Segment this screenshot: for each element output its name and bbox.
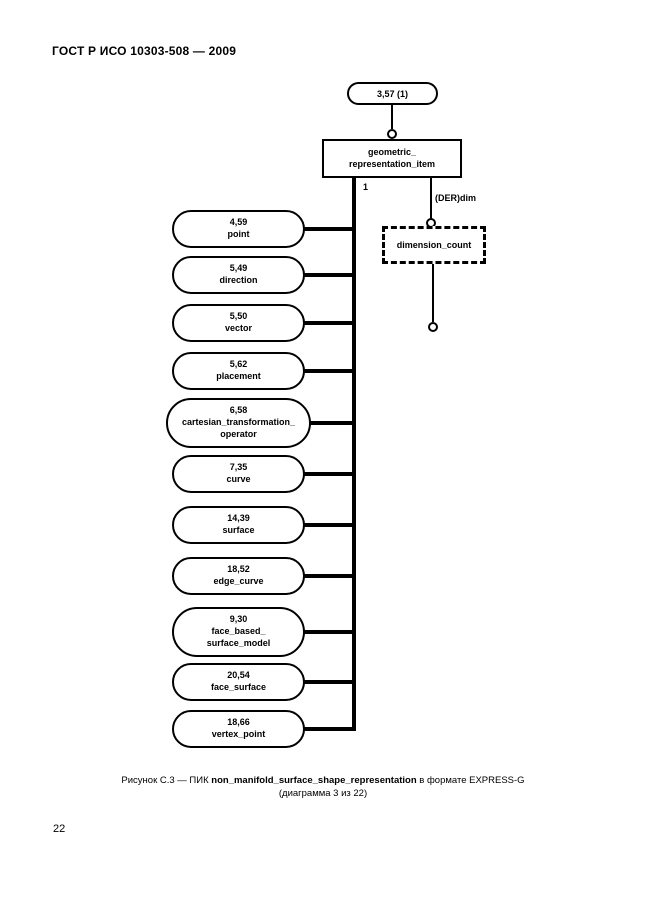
oval-page-ref: 14,39 <box>227 513 250 524</box>
open-circle-marker-tail <box>428 322 438 332</box>
oval-page-ref: 6,58 <box>229 405 248 416</box>
oval-name: edge_curve <box>213 576 264 586</box>
connector-curve <box>304 472 354 476</box>
entity-oval-curve: 7,35 curve <box>172 455 305 493</box>
oval-page-ref: 4,59 <box>229 217 248 228</box>
open-circle-marker-top <box>387 129 397 139</box>
connector-surface <box>304 523 354 527</box>
oval-page-ref: 7,35 <box>229 462 248 473</box>
entity-oval-face-based-surface-model: 9,30 face_based_ surface_model <box>172 607 305 657</box>
connector-vector <box>304 321 354 325</box>
entity-oval-placement: 5,62 placement <box>172 352 305 390</box>
oval-name2: surface_model <box>206 637 271 648</box>
caption-prefix: Рисунок С.3 — ПИК <box>121 775 212 786</box>
oval-page-ref: 18,66 <box>227 717 250 728</box>
entity-box-line1: geometric_ <box>367 146 417 157</box>
connector-direction <box>304 273 354 277</box>
supertype-trunk-line <box>352 178 356 731</box>
entity-oval-vertex-point: 18,66 vertex_point <box>172 710 305 748</box>
entity-oval-edge-curve: 18,52 edge_curve <box>172 557 305 595</box>
oval-page-ref: 5,50 <box>229 311 248 322</box>
entity-oval-face-surface: 20,54 face_surface <box>172 663 305 701</box>
oval-name2: operator <box>220 428 257 439</box>
oval-name: curve <box>226 474 251 484</box>
connector-point <box>304 227 354 231</box>
entity-oval-cartesian-transformation-operator: 6,58 cartesian_transformation_ operator <box>166 398 311 448</box>
figure-caption: Рисунок С.3 — ПИК non_manifold_surface_s… <box>0 774 646 801</box>
page-number: 22 <box>53 823 66 835</box>
oval-name: vector <box>224 323 252 333</box>
caption-suffix: в формате EXPRESS-G <box>416 775 525 786</box>
entity-box-line2: representation_item <box>348 158 436 169</box>
dashed-box-dimension-count: dimension_count <box>382 226 486 264</box>
page-ref-label: 3,57 (1) <box>376 88 409 99</box>
connector-face-surface <box>304 680 354 684</box>
oval-name: face_surface <box>210 682 267 692</box>
connector-vertex-point <box>304 727 354 731</box>
entity-box-geometric-representation-item: geometric_ representation_item <box>322 139 462 178</box>
connector-face-based-surface-model <box>304 630 354 634</box>
oval-name: placement <box>216 371 261 381</box>
entity-oval-direction: 5,49 direction <box>172 256 305 294</box>
connector-entity-to-dimension-count <box>430 178 432 221</box>
oval-name: point <box>227 229 250 239</box>
oval-name: cartesian_transformation_ <box>181 417 296 428</box>
oval-name: vertex_point <box>211 729 266 739</box>
caption-entity-name: non_manifold_surface_shape_representatio… <box>211 775 417 786</box>
entity-oval-vector: 5,50 vector <box>172 304 305 342</box>
connector-dimension-count-tail <box>432 264 434 322</box>
oval-page-ref: 5,62 <box>229 359 248 370</box>
oval-page-ref: 18,52 <box>227 564 250 575</box>
oval-name: surface <box>222 525 255 535</box>
page-ref-oval-top: 3,57 (1) <box>347 82 438 105</box>
oval-page-ref: 20,54 <box>227 670 250 681</box>
document-header: ГОСТ Р ИСО 10303-508 — 2009 <box>52 44 237 58</box>
oval-page-ref: 9,30 <box>229 614 248 625</box>
oval-name: face_based_ <box>211 626 266 637</box>
trunk-cardinality-label: 1 <box>363 182 369 192</box>
entity-oval-point: 4,59 point <box>172 210 305 248</box>
entity-oval-surface: 14,39 surface <box>172 506 305 544</box>
oval-name: direction <box>219 275 258 285</box>
connector-cartesian-transformation-operator <box>310 421 354 425</box>
caption-line2: (диаграмма 3 из 22) <box>278 788 368 800</box>
connector-placement <box>304 369 354 373</box>
connector-top-oval-to-entity <box>391 105 393 129</box>
der-dim-label: (DER)dim <box>435 193 476 203</box>
dashed-box-label: dimension_count <box>396 240 472 250</box>
connector-edge-curve <box>304 574 354 578</box>
oval-page-ref: 5,49 <box>229 263 248 274</box>
